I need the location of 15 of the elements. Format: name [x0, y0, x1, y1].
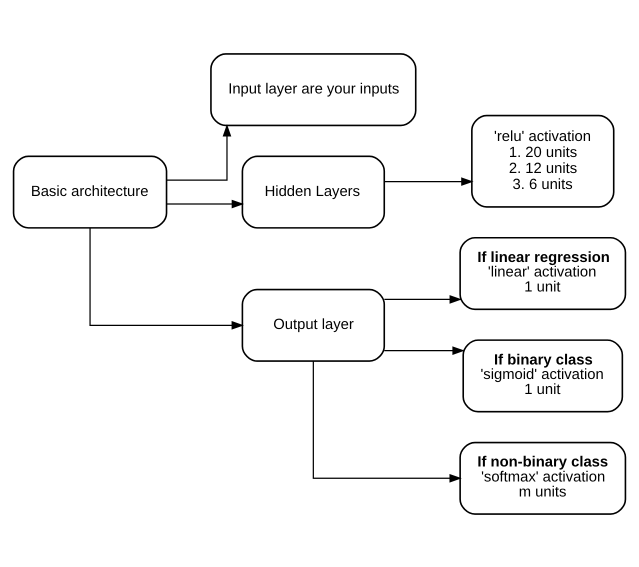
- node-box: If linear regression 'linear' activation 1 unit: [459, 236, 626, 310]
- node-box: Hidden Layers: [242, 155, 386, 228]
- arrow: [89, 228, 244, 330]
- node-box: Output layer: [242, 288, 386, 362]
- node-box: 'relu' activation 1. 20 units 2. 12 units 3. 6 units: [471, 114, 615, 208]
- node-box: Basic architecture: [12, 155, 168, 228]
- arrow: [384, 346, 465, 354]
- arrow: [166, 199, 244, 208]
- arrow: [384, 294, 462, 304]
- node-box: Input layer are your inputs: [210, 52, 417, 126]
- node-box: If binary class 'sigmoid' activation 1 unit: [462, 338, 624, 412]
- arrow: [312, 360, 462, 482]
- arrow: [384, 176, 474, 186]
- node-box: If non-binary class 'softmax' activation m units: [459, 441, 626, 514]
- arrow: [166, 124, 232, 180]
